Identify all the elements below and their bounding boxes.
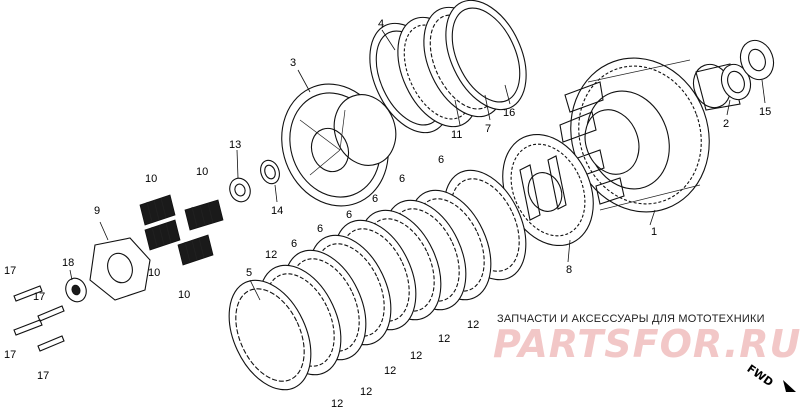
lifter-plate <box>89 237 151 301</box>
callout-6-e: 6 <box>317 223 323 235</box>
callout-1: 1 <box>651 226 657 238</box>
callout-10-a: 10 <box>145 173 157 185</box>
friction-plate-stack <box>228 169 527 391</box>
clutch-springs <box>139 194 224 266</box>
watermark-caption: ЗАПЧАСТИ И АКСЕССУАРЫ ДЛЯ МОТОТЕХНИКИ <box>497 313 765 325</box>
bolts <box>13 285 65 352</box>
callout-17-a: 17 <box>4 265 16 277</box>
callout-17-b: 17 <box>33 291 45 303</box>
clutch-outer-housing <box>559 57 710 213</box>
thrust-washer <box>739 39 775 81</box>
callout-10-d: 10 <box>178 289 190 301</box>
callout-7: 7 <box>485 123 491 135</box>
callout-12-a: 12 <box>265 249 277 261</box>
callout-6-f: 6 <box>291 238 297 250</box>
callout-2: 2 <box>723 118 729 130</box>
callout-12-c: 12 <box>438 333 450 345</box>
clutch-sleeve <box>692 63 752 111</box>
spring-4 <box>177 234 214 266</box>
callout-16: 16 <box>503 107 515 119</box>
clutch-center <box>281 83 397 207</box>
callout-6-c: 6 <box>372 193 378 205</box>
callout-13: 13 <box>229 139 241 151</box>
callout-12-b: 12 <box>467 319 479 331</box>
plate-stack-upper <box>369 0 527 134</box>
forward-arrow-icon <box>783 380 796 392</box>
callout-17-c: 17 <box>4 349 16 361</box>
callout-6-b: 6 <box>399 173 405 185</box>
callout-6-d: 6 <box>346 209 352 221</box>
callout-12-e: 12 <box>384 365 396 377</box>
callout-10-b: 10 <box>196 166 208 178</box>
callout-14: 14 <box>271 205 283 217</box>
callout-4: 4 <box>378 18 384 30</box>
callout-15: 15 <box>759 106 771 118</box>
lock-washer <box>260 159 280 185</box>
callout-17-d: 17 <box>37 370 49 382</box>
lifter-bearing <box>65 277 87 303</box>
callout-6-a: 6 <box>438 154 444 166</box>
lock-nut <box>229 177 251 203</box>
watermark-logo: PARTSFOR.RU <box>493 322 800 366</box>
callout-8: 8 <box>566 264 572 276</box>
callout-12-d: 12 <box>410 350 422 362</box>
callout-5: 5 <box>246 267 252 279</box>
spring-2 <box>184 199 224 231</box>
callout-leaders <box>69 29 766 301</box>
callout-12-g: 12 <box>331 398 343 409</box>
spring-1 <box>139 194 176 226</box>
pressure-plate <box>502 133 594 247</box>
callout-11: 11 <box>451 129 462 141</box>
callout-10-c: 10 <box>148 267 160 279</box>
callout-12-f: 12 <box>360 386 372 398</box>
callout-numbers: 1 2 3 4 5 6 6 6 6 6 6 7 8 9 10 10 10 10 … <box>4 18 771 409</box>
callout-9: 9 <box>94 205 100 217</box>
spring-3 <box>144 219 181 251</box>
callout-18: 18 <box>62 257 74 269</box>
callout-3: 3 <box>290 57 296 69</box>
